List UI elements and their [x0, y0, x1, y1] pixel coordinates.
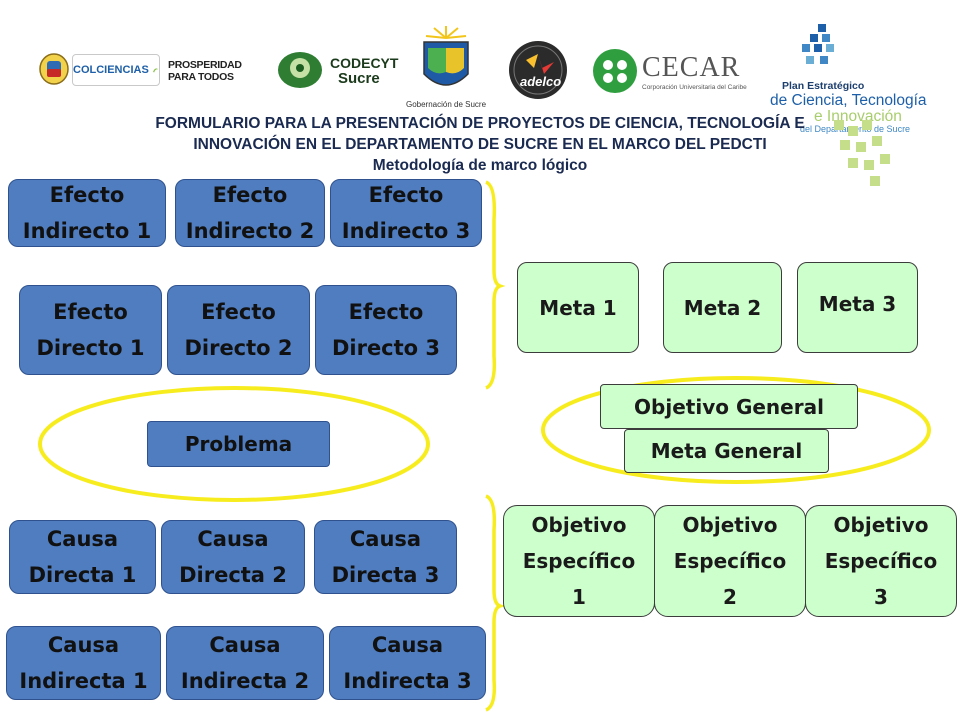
- codecyt-bottom-text: Sucre: [338, 70, 380, 87]
- specific-objective-1-line3: 1: [572, 585, 586, 609]
- direct-effect-3-line2: Directo 3: [331, 336, 441, 360]
- direct-cause-2-line2: Directa 2: [179, 563, 287, 587]
- form-title-line1: FORMULARIO PARA LA PRESENTACIÓN DE PROYE…: [155, 115, 805, 132]
- goal-2: Meta 2: [663, 262, 782, 353]
- plan-line1: Plan Estratégico: [782, 80, 865, 92]
- direct-cause-1: Causa Directa 1: [9, 520, 156, 594]
- direct-effect-3-line1: Efecto: [348, 300, 424, 324]
- indirect-cause-2-line1: Causa: [209, 633, 281, 657]
- general-goal-label: Meta General: [650, 439, 803, 463]
- indirect-effect-3: Efecto Indirecto 3: [330, 179, 482, 247]
- general-objective-box: Objetivo General: [600, 384, 858, 429]
- goal-3: Meta 3: [797, 262, 918, 353]
- specific-objective-1: Objetivo Específico 1: [503, 505, 655, 617]
- specific-objective-2-line2: Específico: [673, 549, 787, 573]
- codecyt-logo: CODECYT Sucre: [276, 48, 398, 92]
- plan-estrategico-logo: Plan Estratégico de Ciencia, Tecnología …: [770, 24, 950, 194]
- form-title-line2: INNOVACIÓN EN EL DEPARTAMENTO DE SUCRE E…: [193, 136, 767, 153]
- colciencias-logo-text: COLCIENCIAS: [73, 64, 149, 76]
- indirect-cause-1-line2: Indirecta 1: [19, 669, 148, 693]
- indirect-effect-1: Efecto Indirecto 1: [8, 179, 166, 247]
- problem-box: Problema: [147, 421, 330, 467]
- gobernacion-caption: Gobernación de Sucre: [405, 100, 487, 109]
- specific-objective-2-line3: 2: [723, 585, 737, 609]
- direct-cause-3: Causa Directa 3: [314, 520, 457, 594]
- indirect-effect-1-line1: Efecto: [49, 183, 125, 207]
- specific-objective-3-line2: Específico: [824, 549, 938, 573]
- indirect-cause-2-line2: Indirecta 2: [180, 669, 310, 693]
- effects-brace: [485, 180, 506, 390]
- specific-objective-3-line1: Objetivo: [833, 513, 929, 537]
- specific-objective-2: Objetivo Específico 2: [654, 505, 806, 617]
- prosperidad-line2: PARA TODOS: [168, 71, 234, 83]
- causes-brace: [485, 494, 506, 712]
- direct-cause-2-line1: Causa: [197, 527, 269, 551]
- goal-2-label: Meta 2: [683, 295, 762, 320]
- general-objective-label: Objetivo General: [634, 394, 824, 419]
- indirect-cause-2: Causa Indirecta 2: [166, 626, 324, 700]
- direct-effect-2-line2: Directo 2: [184, 336, 293, 360]
- direct-effect-1-line1: Efecto: [53, 300, 128, 324]
- goal-3-label: Meta 3: [818, 291, 897, 316]
- indirect-effect-1-line2: Indirecto 1: [22, 219, 152, 243]
- indirect-cause-3: Causa Indirecta 3: [329, 626, 486, 700]
- methodology-subtitle: Metodología de marco lógico: [372, 157, 588, 174]
- indirect-effect-2-line1: Efecto: [212, 183, 288, 207]
- goal-1: Meta 1: [517, 262, 639, 353]
- colombia-seal-logo: [38, 52, 70, 86]
- prosperidad-logo: PROSPERIDAD PARA TODOS: [168, 56, 254, 86]
- objective-highlight-ellipse: [541, 376, 931, 484]
- direct-effect-2-line1: Efecto: [201, 300, 276, 324]
- goal-1-label: Meta 1: [539, 295, 617, 320]
- direct-effect-1-line2: Directo 1: [36, 336, 145, 360]
- indirect-cause-3-line1: Causa: [371, 633, 444, 657]
- direct-cause-3-line1: Causa: [349, 527, 422, 551]
- specific-objective-3: Objetivo Específico 3: [805, 505, 957, 617]
- indirect-effect-2-line2: Indirecto 2: [185, 219, 315, 243]
- direct-cause-3-line2: Directa 3: [331, 563, 440, 587]
- indirect-cause-1-line1: Causa: [47, 633, 120, 657]
- direct-effect-1: Efecto Directo 1: [19, 285, 162, 375]
- cecar-logo-text: CECAR: [642, 52, 741, 83]
- indirect-effect-2: Efecto Indirecto 2: [175, 179, 325, 247]
- direct-cause-2: Causa Directa 2: [161, 520, 305, 594]
- cecar-subtitle: Corporación Universitaria del Caribe: [642, 84, 747, 91]
- gobernacion-sucre-logo: Gobernación de Sucre: [404, 24, 488, 110]
- direct-effect-3: Efecto Directo 3: [315, 285, 457, 375]
- redadelco-logo: adelco: [508, 40, 568, 100]
- problem-label: Problema: [184, 432, 293, 456]
- direct-effect-2: Efecto Directo 2: [167, 285, 310, 375]
- specific-objective-1-line2: Específico: [522, 549, 636, 573]
- colciencias-logo: COLCIENCIAS: [72, 54, 160, 86]
- problem-highlight-ellipse: [38, 386, 430, 502]
- codecyt-top-text: CODECYT: [330, 55, 399, 71]
- indirect-cause-3-line2: Indirecta 3: [343, 669, 472, 693]
- direct-cause-1-line2: Directa 1: [28, 563, 137, 587]
- indirect-cause-1: Causa Indirecta 1: [6, 626, 161, 700]
- direct-cause-1-line1: Causa: [46, 527, 119, 551]
- prosperidad-line1: PROSPERIDAD: [168, 59, 242, 71]
- general-goal-box: Meta General: [624, 429, 829, 473]
- plan-line2: de Ciencia, Tecnología: [770, 92, 927, 109]
- specific-objective-2-line1: Objetivo: [682, 513, 778, 537]
- specific-objective-3-line3: 3: [874, 585, 888, 609]
- indirect-effect-3-line2: Indirecto 3: [341, 219, 471, 243]
- specific-objective-1-line1: Objetivo: [531, 513, 627, 537]
- indirect-effect-3-line1: Efecto: [368, 183, 444, 207]
- cecar-logo: CECAR Corporación Universitaria del Cari…: [592, 46, 747, 96]
- redadelco-logo-text: adelco: [520, 74, 562, 89]
